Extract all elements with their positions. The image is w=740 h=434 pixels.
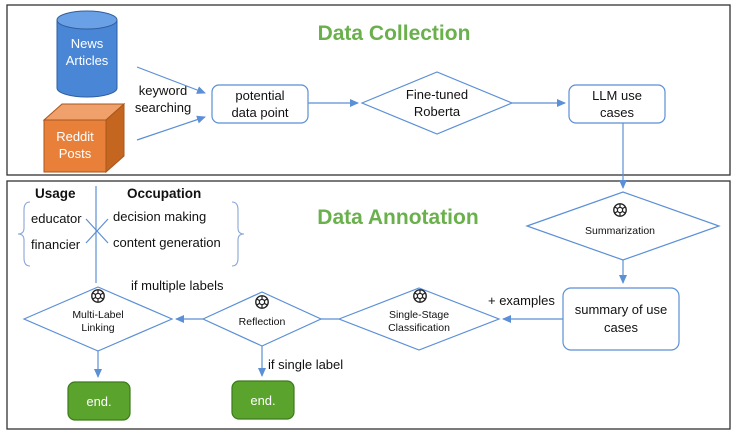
reddit-to-potential-arrow xyxy=(136,115,206,141)
news-to-potential-arrow xyxy=(136,66,206,94)
multi-label-label-line2: Linking xyxy=(81,322,114,334)
right-brace xyxy=(231,201,245,267)
llm-label-line2: cases xyxy=(600,105,634,120)
data-annotation-frame xyxy=(6,180,731,430)
keyword-label-line1: keyword xyxy=(139,83,187,98)
data-collection-title: Data Collection xyxy=(318,22,471,45)
news-label-line2: Articles xyxy=(66,53,109,68)
potential-label-line2: data point xyxy=(231,105,288,120)
usage-header: Usage xyxy=(35,186,76,201)
occupation-item-content-generation: content generation xyxy=(113,235,221,250)
roberta-label-line1: Fine-tuned xyxy=(406,87,468,102)
summary-of-use-cases-node xyxy=(562,287,680,351)
single-stage-label-line2: Classification xyxy=(388,322,450,334)
data-collection-frame xyxy=(6,4,731,176)
reddit-label-line1: Reddit xyxy=(56,129,94,144)
reddit-label-line2: Posts xyxy=(59,146,92,161)
taxonomy-link-line-b xyxy=(85,218,109,244)
left-brace xyxy=(17,201,31,267)
usage-item-educator: educator xyxy=(31,211,82,226)
single-stage-label-line1: Single-Stage xyxy=(389,309,449,321)
summary-label-line2: cases xyxy=(604,320,638,335)
summarization-label: Summarization xyxy=(585,225,655,237)
if-multiple-labels-label: if multiple labels xyxy=(131,278,224,293)
if-single-label-label: if single label xyxy=(268,357,343,372)
end-label-reflection: end. xyxy=(250,393,275,408)
examples-label: + examples xyxy=(488,293,555,308)
occupation-item-decision-making: decision making xyxy=(113,209,206,224)
usage-item-financier: financier xyxy=(31,237,81,252)
summarization-node xyxy=(525,191,721,261)
potential-data-point-node xyxy=(211,84,309,124)
news-articles-database-icon: News Articles xyxy=(56,10,118,98)
llm-label-line1: LLM use xyxy=(592,88,642,103)
reflection-label: Reflection xyxy=(239,316,286,328)
end-node-reflection xyxy=(231,380,295,420)
data-annotation-title: Data Annotation xyxy=(317,206,478,229)
multi-label-label-line1: Multi-Label xyxy=(72,309,123,321)
keyword-label-line2: searching xyxy=(135,100,191,115)
roberta-decision-node xyxy=(360,71,514,135)
end-node-multilabel xyxy=(67,381,131,421)
roberta-label-line2: Roberta xyxy=(414,104,461,119)
end-label-multilabel: end. xyxy=(86,394,111,409)
reddit-posts-box-icon: Reddit Posts xyxy=(42,102,126,174)
single-stage-classification-node xyxy=(337,287,501,351)
multi-label-linking-node xyxy=(22,286,174,352)
reflection-node xyxy=(201,291,323,347)
occupation-header: Occupation xyxy=(127,186,201,201)
potential-label-line1: potential xyxy=(235,88,284,103)
news-label-line1: News xyxy=(71,36,104,51)
summary-label-line1: summary of use xyxy=(575,302,667,317)
llm-use-cases-node xyxy=(568,84,666,124)
